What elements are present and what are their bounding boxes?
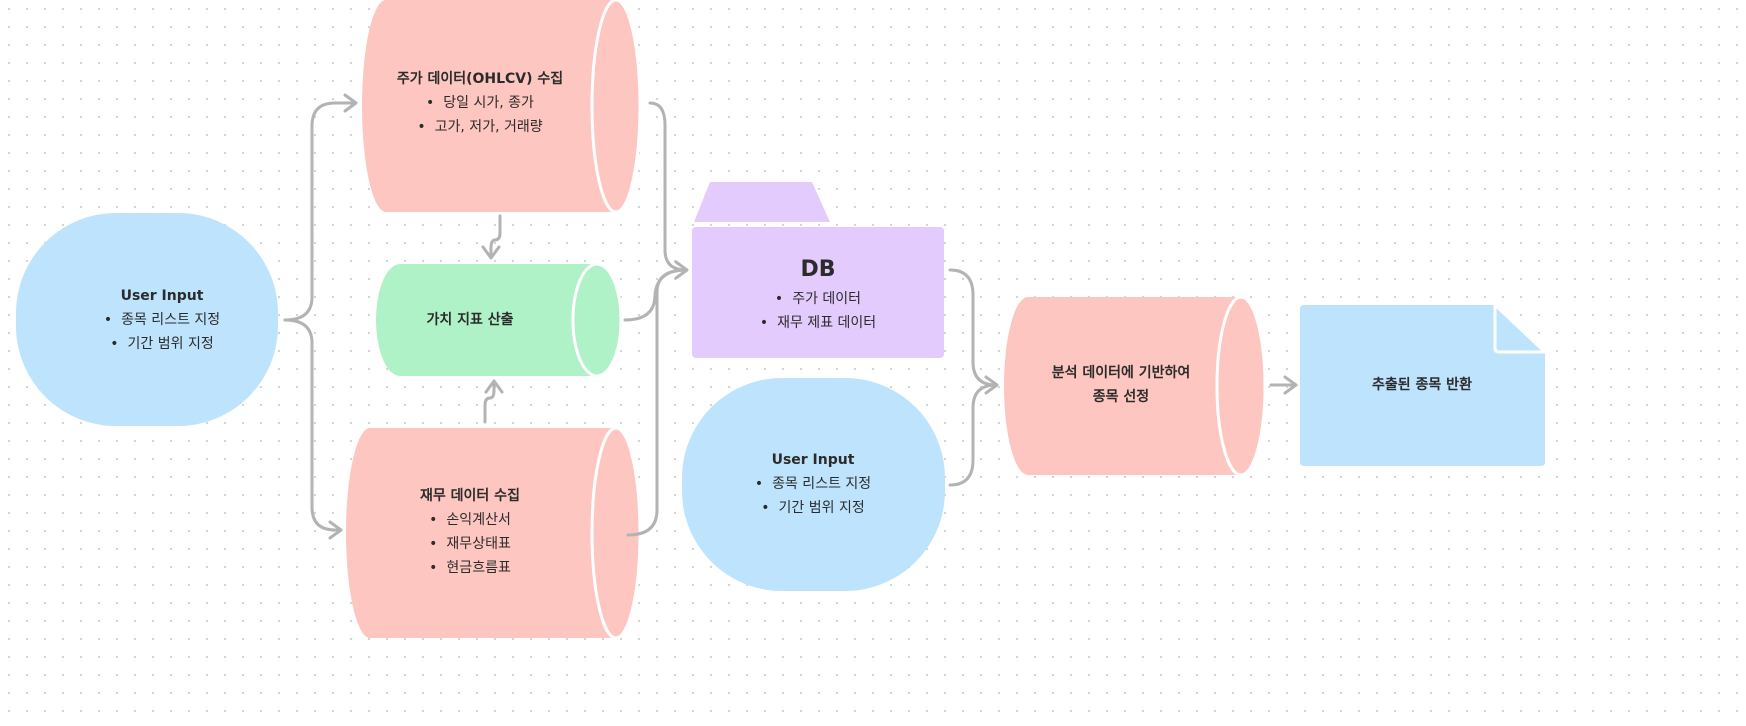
price-data-label: 주가 데이터(OHLCV) 수집 당일 시가, 종가 고가, 저가, 거래량	[397, 67, 563, 139]
list-item: 기간 범위 지정	[755, 496, 871, 520]
list-item: 손익계산서	[420, 508, 520, 532]
list-item: 고가, 저가, 거래량	[397, 115, 563, 139]
node-title: 종목 선정	[1092, 389, 1150, 405]
result-label: 추출된 종목 반환	[1372, 373, 1472, 397]
node-title: 주가 데이터(OHLCV) 수집	[396, 71, 564, 87]
arrowhead	[674, 260, 689, 280]
connector	[483, 380, 496, 424]
connector	[948, 383, 998, 487]
list-item: 종목 리스트 지정	[755, 472, 871, 496]
list-item: 당일 시가, 종가	[397, 91, 563, 115]
arrowhead	[984, 375, 999, 395]
list-item: 현금흐름표	[420, 556, 520, 580]
node-title: 재무 데이터 수집	[420, 488, 520, 504]
connector	[489, 214, 502, 259]
arrowhead	[481, 245, 501, 260]
connector	[283, 318, 342, 532]
list-item: 종목 리스트 지정	[104, 308, 220, 332]
arrowhead	[1283, 375, 1298, 395]
value-index-cylinder[interactable]	[376, 262, 623, 378]
selection-cylinder[interactable]	[1004, 295, 1267, 477]
connector	[283, 101, 357, 322]
connector	[626, 268, 688, 537]
node-title: User Input	[120, 288, 204, 304]
list-item: 주가 데이터	[760, 287, 876, 311]
financial-data-label: 재무 데이터 수집 손익계산서 재무상태표 현금흐름표	[420, 484, 520, 580]
arrowhead	[328, 520, 343, 540]
user-input-1-label: User Input 종목 리스트 지정 기간 범위 지정	[104, 284, 221, 356]
list-item: 기간 범위 지정	[104, 332, 220, 356]
list-item: 재무상태표	[420, 532, 520, 556]
list-item: 재무 제표 데이터	[760, 311, 876, 335]
node-title: 추출된 종목 반환	[1372, 377, 1472, 393]
node-title: 가치 지표 산출	[426, 312, 514, 328]
result-document-shape[interactable]	[1300, 301, 1549, 466]
arrowhead	[343, 93, 358, 113]
connectors	[283, 93, 1298, 540]
user-input-2-label: User Input 종목 리스트 지정 기간 범위 지정	[755, 448, 872, 520]
node-title: DB	[800, 257, 836, 282]
value-index-label: 가치 지표 산출	[426, 308, 513, 332]
selection-label: 분석 데이터에 기반하여 종목 선정	[1052, 361, 1191, 409]
db-label: DB 주가 데이터 재무 제표 데이터	[760, 253, 876, 335]
connector	[648, 101, 688, 272]
node-title: 분석 데이터에 기반하여	[1051, 365, 1191, 381]
connector	[948, 268, 998, 387]
arrowhead	[484, 379, 504, 394]
node-title: User Input	[771, 452, 855, 468]
